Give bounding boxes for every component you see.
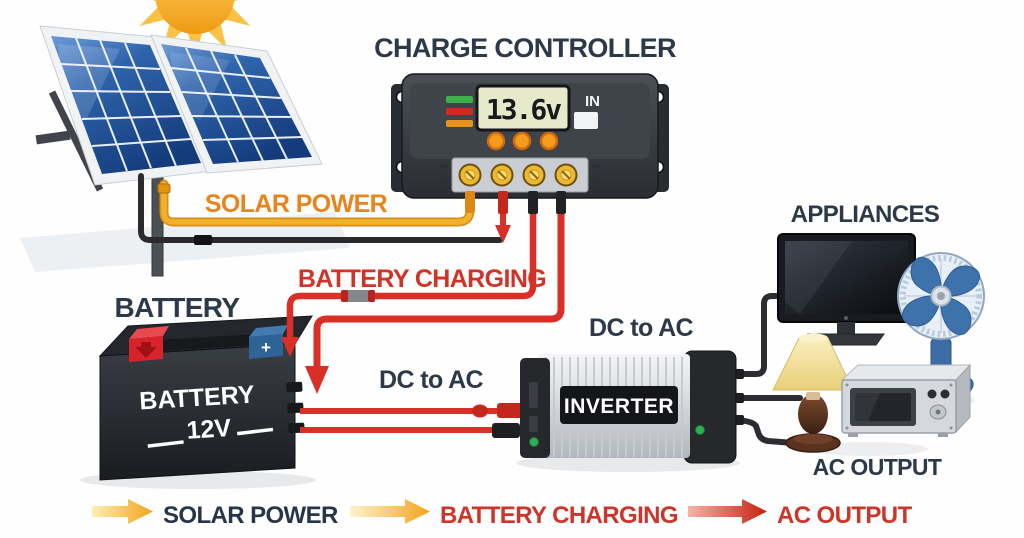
charge-controller: 13.6v IN (391, 73, 669, 214)
legend-item-solar-power: SOLAR POWER (92, 499, 339, 529)
battery-heading: BATTERY (115, 292, 241, 323)
wire-dc-positive (300, 403, 523, 418)
wire-connector (194, 235, 212, 245)
panel-grid (170, 47, 303, 163)
appliances-heading: APPLIANCES (791, 201, 940, 228)
dc-to-ac-label-inverter: DC to AC (589, 314, 694, 342)
legend-label: BATTERY CHARGING (440, 502, 678, 529)
battery: + BATTERY 12V (80, 315, 316, 489)
wire-solar-black (138, 173, 503, 245)
desk-fan-icon (897, 252, 985, 406)
battery-positive-terminal: + (249, 325, 288, 359)
arrow-right-icon (350, 499, 430, 524)
wire-boots (465, 191, 566, 214)
arrow-right-icon (92, 499, 153, 524)
arrow-down-icon (305, 366, 329, 394)
wire-solar-yellow (157, 179, 475, 227)
output-led (695, 425, 705, 435)
solar-power-wire-label: SOLAR POWER (205, 190, 388, 218)
inverter: INVERTER (516, 350, 740, 472)
ac-output-label: AC OUTPUT (813, 454, 942, 480)
arrow-down-icon (281, 337, 299, 357)
charge-controller-title: CHARGE CONTROLLER (374, 33, 676, 63)
table-lamp-icon (772, 333, 854, 453)
arrow-right-icon (688, 499, 767, 524)
dc-to-ac-label-battery: DC to AC (379, 366, 484, 394)
status-led-bars (446, 96, 473, 127)
in-label: IN (585, 93, 600, 110)
wire-battery-charging-1 (281, 193, 537, 357)
power-led (529, 437, 539, 447)
wire-battery-charging-2 (305, 193, 565, 394)
legend-item-battery-charging: BATTERY CHARGING (350, 499, 679, 529)
lcd-display (475, 84, 571, 132)
microwave-icon (840, 363, 972, 437)
battery-charging-wire-label: BATTERY CHARGING (298, 265, 546, 293)
battery-side-terminals (286, 381, 305, 434)
battery-voltage-label: 12V (186, 414, 232, 445)
tv-monitor-icon (777, 233, 916, 346)
plus-icon: + (261, 338, 271, 357)
panel-grid (60, 37, 192, 172)
legend: SOLAR POWER BATTERY CHARGING AC OUTPUT (92, 499, 913, 529)
controller-button[interactable] (574, 112, 598, 129)
inverter-label: INVERTER (564, 395, 674, 418)
battery-negative-terminal (129, 326, 169, 362)
legend-item-ac-output: AC OUTPUT (688, 499, 913, 529)
legend-label: SOLAR POWER (163, 502, 338, 529)
indicator-lights (486, 131, 559, 151)
terminal-screws (458, 163, 578, 187)
solar-panel-left (39, 25, 213, 186)
arrow-down-icon (495, 225, 511, 243)
legend-label: AC OUTPUT (777, 502, 913, 529)
solar-panel-right (150, 34, 323, 174)
lcd-voltage-value: 13.6v (486, 93, 561, 126)
wire-dc-negative (300, 423, 520, 438)
